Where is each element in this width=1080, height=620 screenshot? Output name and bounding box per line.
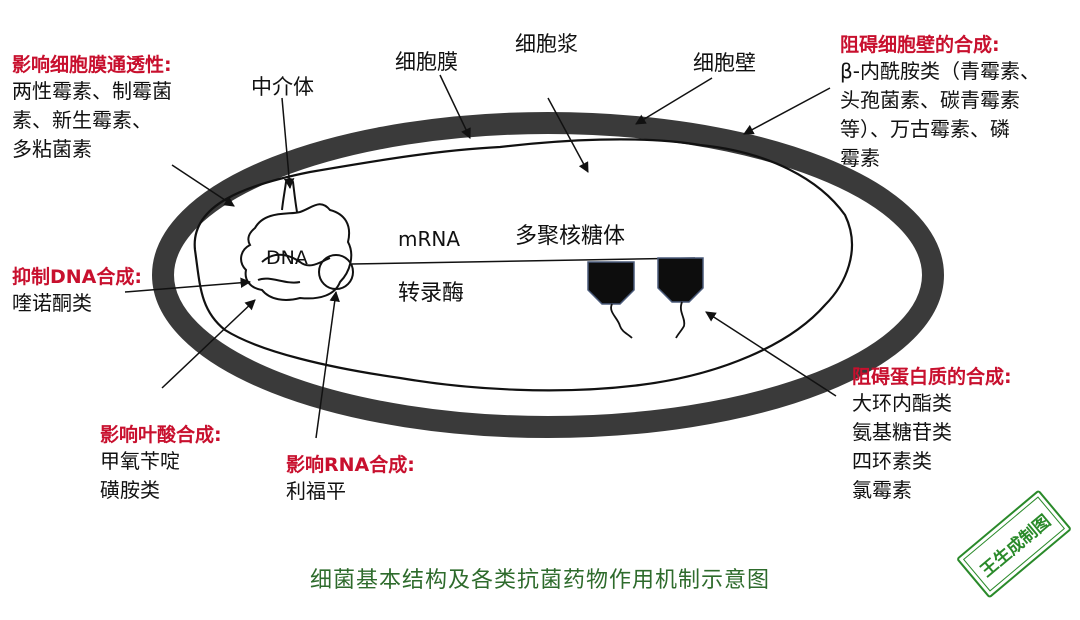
annotation-wall-title: 阻碍细胞壁的合成: [840, 34, 1000, 56]
mrna-strand [351, 257, 696, 265]
label-cell-membrane: 细胞膜 [395, 50, 458, 74]
arrow-dna-drug [124, 277, 252, 293]
arrow-cell-wall [635, 77, 713, 125]
rna-polymerase-circle [318, 254, 354, 290]
annotation-protein-line: 四环素类 [852, 449, 932, 473]
annotation-wall: 阻碍细胞壁的合成: β-内酰胺类（青霉素、 头孢菌素、碳青霉素 等）、万古霉素、… [840, 30, 1040, 173]
peptide-chain-1 [610, 303, 633, 339]
annotation-protein: 阻碍蛋白质的合成: 大环内酯类 氨基糖苷类 四环素类 氯霉素 [852, 362, 1012, 505]
annotation-membrane-line: 两性霉素、制霉菌 [12, 79, 172, 103]
annotation-membrane-title: 影响细胞膜通透性: [12, 54, 172, 76]
annotation-rna: 影响RNA合成: 利福平 [286, 450, 415, 506]
arrow-mesosome [281, 97, 295, 190]
label-cell-wall: 细胞壁 [693, 51, 756, 75]
annotation-dna-title: 抑制DNA合成: [12, 266, 142, 288]
ribosome-2 [657, 257, 704, 303]
label-dna: DNA [266, 247, 308, 269]
annotation-folate-title: 影响叶酸合成: [100, 424, 222, 446]
cell-membrane-shape [193, 138, 854, 392]
label-mesosome: 中介体 [251, 75, 314, 99]
annotation-folate-line: 磺胺类 [100, 478, 160, 502]
annotation-protein-line: 大环内酯类 [852, 391, 952, 415]
arrow-membrane-drug [171, 164, 235, 207]
arrow-cell-membrane [439, 74, 471, 139]
arrow-protein-drug [705, 311, 837, 397]
label-cytoplasm: 细胞浆 [515, 32, 578, 56]
annotation-wall-line: β-内酰胺类（青霉素、 [840, 59, 1040, 83]
annotation-dna-line: 喹诺酮类 [12, 291, 92, 315]
annotation-folate: 影响叶酸合成: 甲氧苄啶 磺胺类 [100, 420, 222, 505]
label-polyribosome: 多聚核糖体 [515, 224, 626, 249]
annotation-rna-title: 影响RNA合成: [286, 454, 415, 476]
annotation-wall-line: 等）、万古霉素、磷 [840, 117, 1010, 141]
annotation-membrane-line: 素、新生霉素、 [12, 108, 152, 132]
peptide-chain-2 [675, 301, 686, 339]
annotation-protein-line: 氯霉素 [852, 478, 912, 502]
arrow-folate-drug [161, 299, 256, 389]
annotation-rna-line: 利福平 [286, 479, 346, 503]
label-rna-polymerase: 转录酶 [398, 281, 465, 306]
annotation-membrane: 影响细胞膜通透性: 两性霉素、制霉菌 素、新生霉素、 多粘菌素 [12, 50, 172, 164]
arrow-rna-drug [315, 290, 340, 439]
diagram-caption: 细菌基本结构及各类抗菌药物作用机制示意图 [309, 568, 770, 593]
annotation-protein-line: 氨基糖苷类 [852, 420, 952, 444]
annotation-membrane-line: 多粘菌素 [12, 137, 92, 161]
annotation-wall-line: 头孢菌素、碳青霉素 [840, 88, 1020, 112]
annotation-dna: 抑制DNA合成: 喹诺酮类 [12, 262, 142, 318]
annotation-folate-line: 甲氧苄啶 [100, 449, 180, 473]
ribosome-1 [587, 261, 635, 305]
label-mrna: mRNA [398, 227, 461, 251]
arrow-cytoplasm [547, 97, 589, 173]
cell-wall-shape [152, 112, 944, 438]
arrow-wall-drug [743, 87, 831, 135]
annotation-protein-title: 阻碍蛋白质的合成: [852, 366, 1012, 388]
annotation-wall-line: 霉素 [840, 146, 880, 170]
